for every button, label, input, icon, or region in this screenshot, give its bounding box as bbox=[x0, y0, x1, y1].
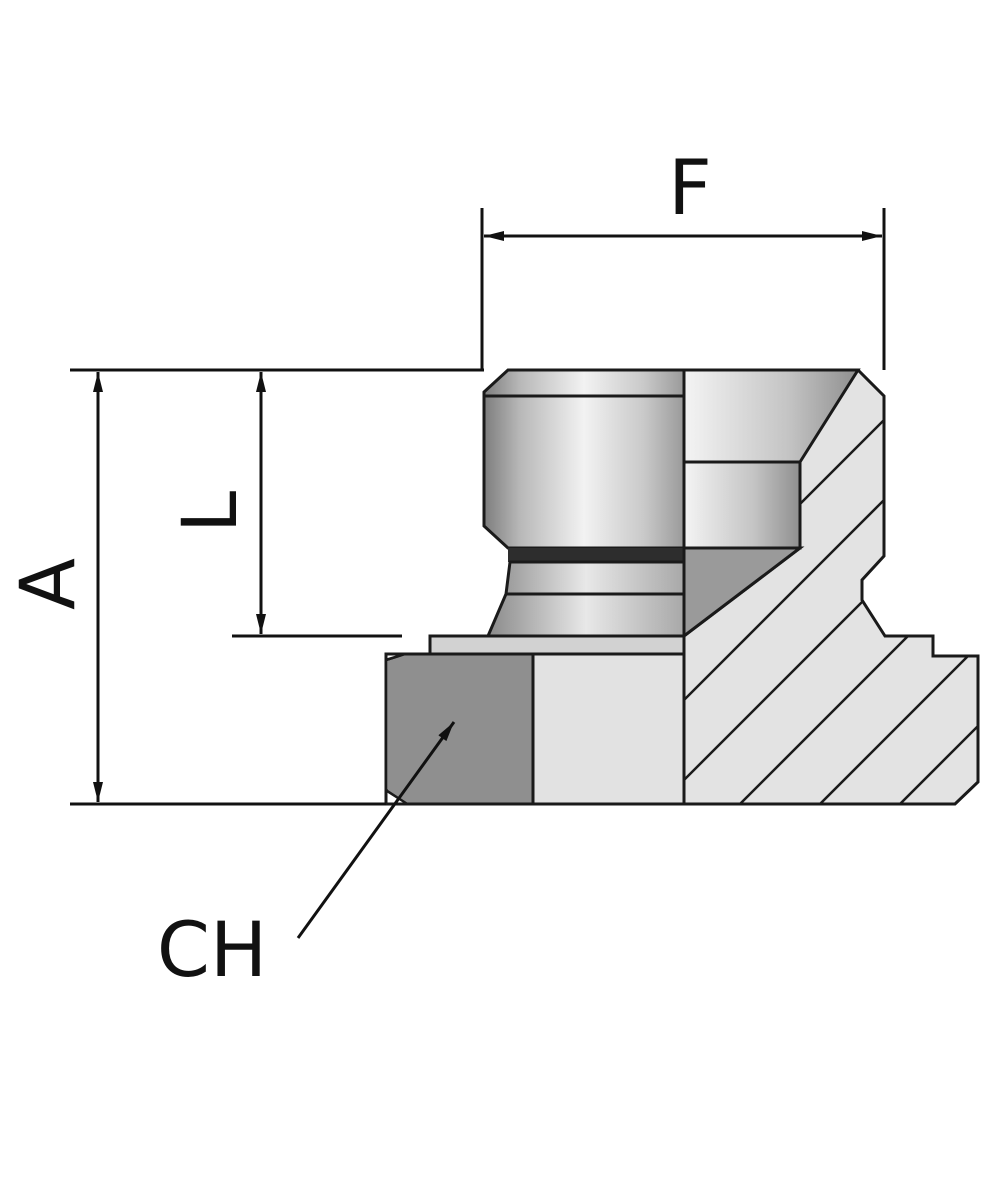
dimension-l: L bbox=[165, 372, 402, 638]
hex-flat-dark bbox=[388, 655, 532, 803]
ch-label: CH bbox=[157, 905, 267, 994]
f-label: F bbox=[668, 143, 712, 232]
hex-flat-light bbox=[534, 655, 684, 803]
leader-ch: CH bbox=[157, 721, 456, 994]
fitting-exterior-view bbox=[384, 368, 686, 806]
bore-step bbox=[682, 460, 802, 550]
dimension-f: F bbox=[480, 143, 886, 370]
l-label: L bbox=[165, 491, 254, 533]
dimension-a: A bbox=[3, 368, 484, 806]
ch-leader-line bbox=[296, 721, 456, 939]
neck bbox=[485, 560, 686, 638]
spigot-groove bbox=[508, 548, 684, 562]
a-label: A bbox=[3, 558, 92, 610]
fitting-section-view bbox=[682, 368, 980, 806]
flange-ring bbox=[428, 634, 686, 656]
